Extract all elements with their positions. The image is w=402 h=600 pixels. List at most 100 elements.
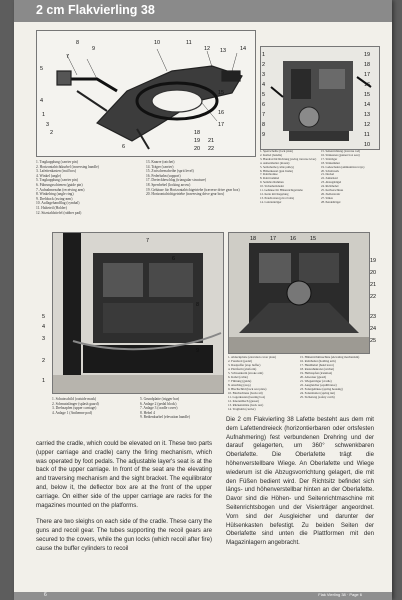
caption-line: 9. Blechschild (back rest plate) bbox=[228, 387, 267, 391]
figure-2-label: 12 bbox=[364, 122, 370, 128]
caption-line: 3. Rastpuffer (stop buffer) bbox=[228, 363, 261, 367]
caption-line: 12. Sitzstahlstiefel (rubber pad) bbox=[36, 210, 82, 215]
caption-line: 12. Knotenblech (gusset) bbox=[228, 399, 260, 403]
caption-line: 25. Sicherung (safety catch) bbox=[300, 395, 335, 399]
caption-line: 13. Rückenstütze (back rest) bbox=[228, 403, 264, 407]
figure-1-label: 14 bbox=[240, 46, 246, 52]
figure-1-label: 9 bbox=[92, 46, 95, 52]
figure-1-label: 1 bbox=[42, 112, 45, 118]
figure-3-caption: 1. Schutzschild (outside mask) 2. Schmut… bbox=[52, 397, 224, 420]
caption-line: 7. Rohrbremse bbox=[260, 173, 278, 177]
figure-3-label: 9 bbox=[196, 348, 199, 354]
caption-line: 8. Hebel 4 bbox=[140, 410, 155, 415]
caption-line: 8. Anschlag (stop) bbox=[228, 383, 251, 387]
caption-line: 5. Grundplatte (trigger bar) bbox=[140, 397, 180, 401]
figure-2-drawing bbox=[270, 61, 372, 141]
figure-4-label: 16 bbox=[290, 236, 296, 242]
caption-line: 17. Sitzträger bbox=[321, 157, 338, 161]
caption-line: 1. Abdeckplatte (elevation cover plate) bbox=[228, 355, 277, 359]
english-text-column: carried the cradle, which could be eleva… bbox=[36, 440, 212, 562]
caption-line: 20. Horizontalrichtgetriebe (traversing … bbox=[146, 192, 225, 197]
caption-line: 17. Dreieckbeschlag (triangular structur… bbox=[146, 178, 207, 183]
figure-1-label: 7 bbox=[66, 54, 69, 60]
figure-2-caption: 1. Sperrscheibe (lock plate) 2. Kurbel (… bbox=[260, 150, 380, 205]
caption-line: 11. Lagerkasten (bearing box) bbox=[228, 395, 266, 399]
paragraph: carried the cradle, which could be eleva… bbox=[36, 440, 212, 509]
caption-line: 15. Zwischenscheibe (sprit level) bbox=[146, 169, 194, 174]
figure-3-photo bbox=[52, 232, 224, 394]
figure-4-label: 22 bbox=[370, 294, 376, 300]
figure-1-label: 20 bbox=[194, 146, 200, 152]
caption-line: 4. Winkel (angle) bbox=[36, 173, 62, 178]
figure-3-label: 2 bbox=[42, 358, 45, 364]
caption-line: 27. Stütze bbox=[321, 196, 333, 200]
page-number: 6 bbox=[44, 592, 47, 598]
caption-line: 18. Sperrhebel (locking arrow) bbox=[146, 182, 191, 187]
caption-line: 2. Horizontalrichtkurbel (traversing han… bbox=[36, 164, 99, 169]
figure-1-label: 11 bbox=[186, 40, 192, 46]
figure-2-label: 6 bbox=[262, 102, 265, 108]
page-footer: 6 Flak Vierling 38 · Page 6 bbox=[14, 592, 392, 600]
caption-line: 6. Führungsschienen (guide pin) bbox=[36, 182, 83, 187]
figure-2-label: 5 bbox=[262, 92, 265, 98]
figure-2-label: 16 bbox=[364, 82, 370, 88]
figure-1-label: 15 bbox=[218, 90, 224, 96]
figure-1-label: 6 bbox=[122, 144, 125, 150]
figure-1-label: 3 bbox=[46, 122, 49, 128]
figure-4-photo bbox=[228, 232, 370, 354]
caption-line: 5. Schwenkarm (stroke arm) bbox=[228, 371, 264, 375]
figure-1-label: 5 bbox=[40, 66, 43, 72]
paragraph: Die 2 cm Flakvierling 38 Lafette besteht… bbox=[226, 416, 374, 547]
caption-line: 4. Plattform (platform) bbox=[228, 367, 257, 371]
caption-line: 20. Abweiser (guard) bbox=[300, 375, 327, 379]
caption-line: 13. Knarre (ratchet) bbox=[146, 160, 175, 164]
caption-line: 9. Drehbock (swing-arm) bbox=[36, 196, 73, 201]
figure-1-caption: 1. Tragkupplung (carrier pin) 2. Horizon… bbox=[36, 160, 254, 215]
caption-line: 19. Halbzapfen (trunnion) bbox=[300, 371, 333, 375]
caption-line: 2. Fussbrett (pedal) bbox=[228, 359, 252, 363]
caption-line: 3. Handrad für Richtung (swing traverse … bbox=[260, 157, 317, 161]
caption-line: 22. Zahnritzel bbox=[321, 177, 338, 181]
figure-3-label: 8 bbox=[196, 302, 199, 308]
caption-line: 13. Pratzbolzen (pivot bolts) bbox=[260, 196, 295, 200]
figure-4-drawing bbox=[229, 243, 369, 353]
page-title: 2 cm Flakvierling 38 bbox=[36, 3, 155, 17]
caption-line: 3. Lafettenkasten (trail box) bbox=[36, 169, 77, 174]
figure-4-label: 20 bbox=[370, 270, 376, 276]
caption-line: 17. Handhebel (hand lever) bbox=[300, 363, 334, 367]
figure-4-caption: 1. Abdeckplatte (elevation cover plate) … bbox=[228, 355, 370, 411]
caption-line: 14. Tragholm (carrier) bbox=[228, 407, 256, 411]
caption-line: 6. Anlage 2 (pedal block) bbox=[140, 401, 177, 406]
caption-line: 14. Lafettenträger bbox=[260, 200, 282, 204]
figure-2-label: 18 bbox=[364, 62, 370, 68]
caption-line: 19. Ladeschalen (ammunition trays) bbox=[321, 165, 365, 169]
figure-1-label: 18 bbox=[194, 130, 200, 136]
caption-line: 1. Tragkupplung (carrier pin) bbox=[36, 160, 78, 164]
figure-4-label: 18 bbox=[250, 236, 256, 242]
figure-2-label: 3 bbox=[262, 72, 265, 78]
figure-3-drawing bbox=[53, 233, 223, 393]
page-header: 2 cm Flakvierling 38 bbox=[14, 0, 392, 22]
figure-2-label: 13 bbox=[364, 112, 370, 118]
caption-line: 10. Auflagehandflug (cymbal) bbox=[36, 201, 80, 206]
figure-1-label: 16 bbox=[218, 110, 224, 116]
figure-3-label: 4 bbox=[42, 324, 45, 330]
figure-2-label: 15 bbox=[364, 92, 370, 98]
figure-2-label: 9 bbox=[262, 132, 265, 138]
caption-line: 21. Wiegenträger (cradle) bbox=[300, 379, 332, 383]
figure-3-label: 5 bbox=[42, 314, 45, 320]
figure-4-label: 15 bbox=[310, 236, 316, 242]
caption-line: 16. Rohrhalter (holding arm) bbox=[300, 359, 336, 363]
caption-line: 4. Aufsatzhalter (mount) bbox=[260, 161, 290, 165]
figure-1-label: 19 bbox=[194, 138, 200, 144]
caption-line: 10. Blechschiene (back rail) bbox=[228, 391, 263, 395]
caption-line: 22. Ausgleicher (equilibrator) bbox=[300, 383, 337, 387]
figure-2-label: 1 bbox=[262, 52, 265, 58]
figure-1-label: 8 bbox=[76, 40, 79, 46]
figure-4-label: 23 bbox=[370, 314, 376, 320]
figure-1-label: 21 bbox=[208, 138, 214, 144]
figure-1-label: 12 bbox=[204, 46, 210, 52]
caption-line: 5. Tragkupplung (carrier pin) bbox=[36, 178, 78, 183]
figure-2-label: 4 bbox=[262, 82, 265, 88]
caption-line: 18. Sitzkammer bbox=[321, 161, 340, 165]
